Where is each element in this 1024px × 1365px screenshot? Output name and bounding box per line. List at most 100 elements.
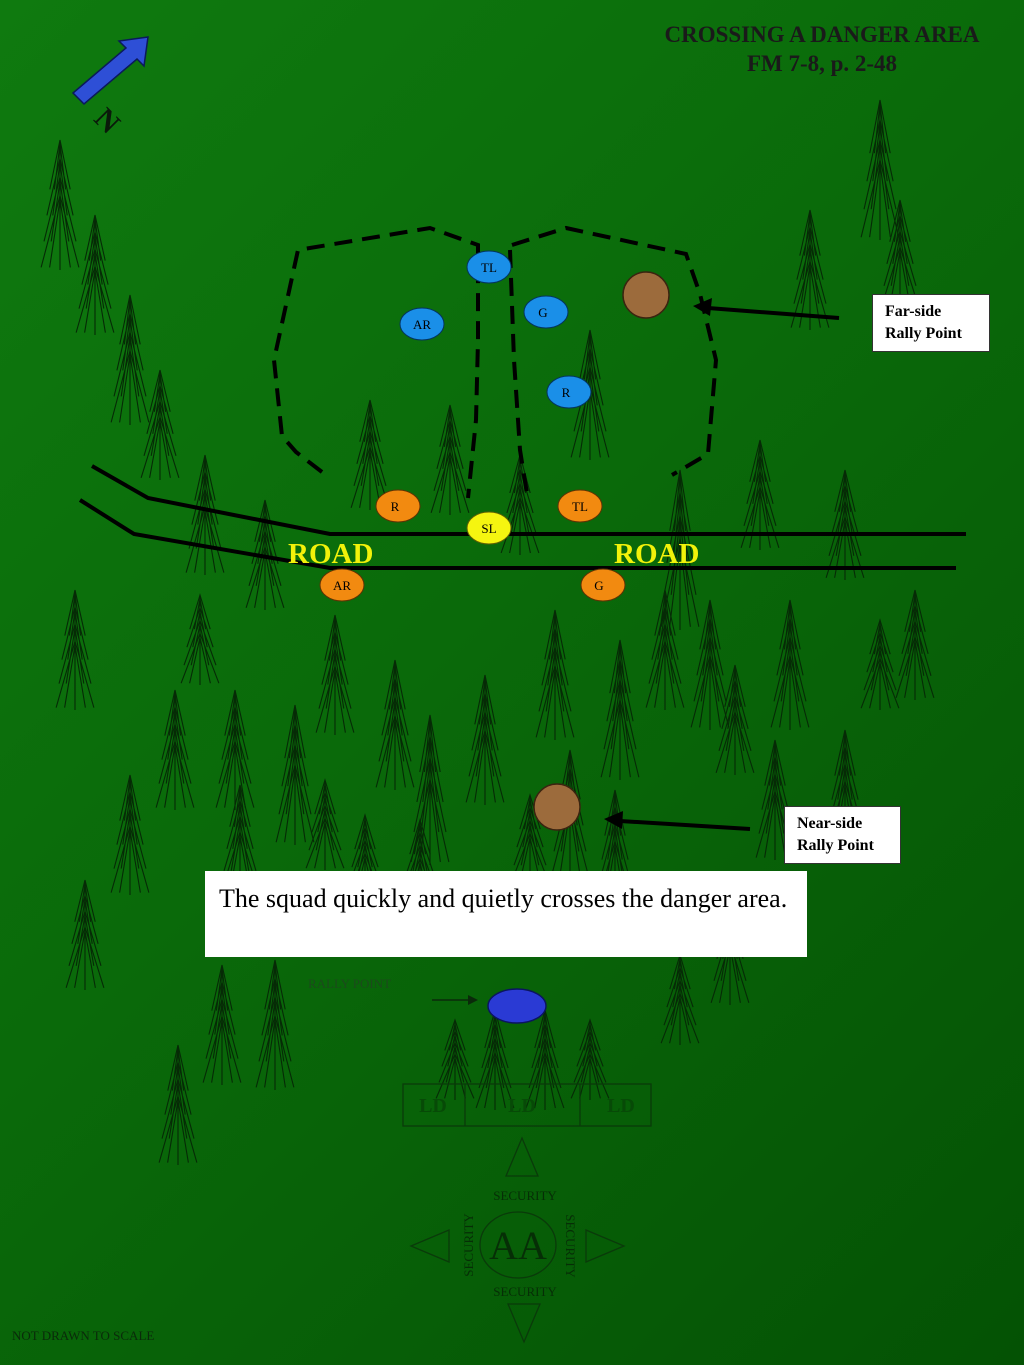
marker-road-ar (319, 568, 365, 602)
pine-tree (755, 739, 795, 860)
not-to-scale-note: NOT DRAWN TO SCALE (12, 1328, 155, 1343)
pine-tree (895, 589, 935, 700)
pine-tree (220, 784, 260, 895)
security-arrow-left (409, 1229, 450, 1263)
far-side-callout-line-1: Far-side (885, 303, 942, 320)
marker-far-ar-label: AR (413, 317, 431, 332)
marker-road-tl-label: TL (572, 499, 588, 514)
marker-road-tl (557, 489, 603, 523)
road-team-members: R TL SL AR G (319, 489, 626, 602)
marker-far-tl-label: TL (481, 260, 497, 275)
pine-tree (375, 659, 415, 790)
title-line-2: FM 7-8, p. 2-48 (746, 51, 898, 76)
pine-tree (180, 593, 220, 685)
near-side-arrow (604, 811, 751, 831)
pine-tree (600, 639, 640, 780)
road-label-left: ROAD (288, 538, 373, 570)
pine-tree (465, 674, 505, 805)
assembly-area-label: AA (489, 1223, 547, 1268)
security-arrow-right (585, 1229, 626, 1263)
ld-label-3: LD (607, 1095, 635, 1117)
pine-tree (55, 589, 95, 710)
pine-tree (715, 664, 755, 775)
pine-tree (740, 439, 780, 550)
marker-road-sl (466, 511, 512, 545)
near-side-callout-line-1: Near-side (797, 815, 863, 832)
marker-far-tl (466, 250, 512, 284)
pine-tree (110, 294, 150, 425)
pine-tree (155, 689, 195, 810)
far-side-callout-line-2: Rally Point (885, 325, 962, 342)
marker-far-g-label: G (538, 305, 547, 320)
pine-tree (430, 404, 470, 515)
pine-tree (660, 953, 700, 1045)
pine-tree (275, 704, 315, 845)
security-arrow-up (505, 1136, 539, 1177)
pine-tree (350, 399, 390, 510)
pine-tree (860, 618, 900, 710)
pine-tree (825, 469, 865, 580)
near-side-callout-line-2: Rally Point (797, 837, 874, 854)
ld-label-2: LD (508, 1095, 536, 1117)
rally-point-label: RALLY POINT (308, 976, 391, 991)
north-label: N (88, 102, 127, 141)
far-team-members: TL AR G R (399, 250, 592, 409)
title-line-1: CROSSING A DANGER AREA (664, 22, 980, 47)
pine-tree (435, 1018, 475, 1100)
old-rally-point (487, 988, 547, 1024)
pine-tree (860, 99, 900, 240)
marker-road-g-label: G (594, 578, 603, 593)
marker-road-g (580, 568, 626, 602)
pine-tree (202, 964, 242, 1085)
pine-forest (40, 99, 935, 1165)
marker-road-r (375, 489, 421, 523)
pine-tree (345, 813, 385, 905)
marker-road-ar-label: AR (333, 578, 351, 593)
pine-tree (880, 199, 920, 310)
security-top: SECURITY (493, 1188, 557, 1203)
rally-point-arrow (432, 995, 478, 1005)
pine-tree (535, 609, 575, 740)
line-of-departure (402, 1083, 652, 1127)
pine-tree (510, 793, 550, 885)
ld-label-1: LD (419, 1095, 447, 1117)
near-side-callout: Near-side Rally Point (784, 806, 901, 864)
marker-road-r-label: R (391, 499, 400, 514)
security-left: SECURITY (461, 1213, 476, 1277)
pine-tree (500, 452, 540, 555)
security-arrow-down (507, 1303, 541, 1344)
pine-tree (570, 1018, 610, 1100)
road (78, 464, 966, 570)
pine-tree (305, 778, 345, 870)
assembly-area-circle (479, 1211, 557, 1279)
far-side-callout: Far-side Rally Point (872, 294, 990, 352)
north-arrow-icon (71, 36, 149, 106)
pine-tree (65, 879, 105, 990)
pine-tree (410, 714, 450, 865)
security-bottom: SECURITY (493, 1284, 557, 1299)
pine-tree (185, 454, 225, 575)
assembly-area (409, 1136, 626, 1344)
far-side-rally-point (622, 271, 670, 319)
far-side-arrow (693, 298, 840, 320)
marker-far-g (523, 295, 569, 329)
marker-road-sl-label: SL (481, 521, 496, 536)
pine-tree (40, 139, 80, 270)
marker-far-r (546, 375, 592, 409)
far-side-security-perimeter (271, 225, 719, 501)
pine-tree (140, 369, 180, 480)
near-side-rally-point (533, 783, 581, 831)
pine-tree (75, 214, 115, 335)
road-label-right: ROAD (614, 538, 699, 570)
diagram-title: CROSSING A DANGER AREA FM 7-8, p. 2-48 (620, 20, 1024, 78)
pine-tree (400, 818, 440, 910)
security-right: SECURITY (563, 1214, 578, 1278)
pine-tree (110, 774, 150, 895)
pine-tree (255, 959, 295, 1090)
step-caption: The squad quickly and quietly crosses th… (205, 871, 807, 957)
pine-tree (158, 1044, 198, 1165)
marker-far-ar (399, 307, 445, 341)
pine-tree (645, 589, 685, 710)
pine-tree (770, 599, 810, 730)
